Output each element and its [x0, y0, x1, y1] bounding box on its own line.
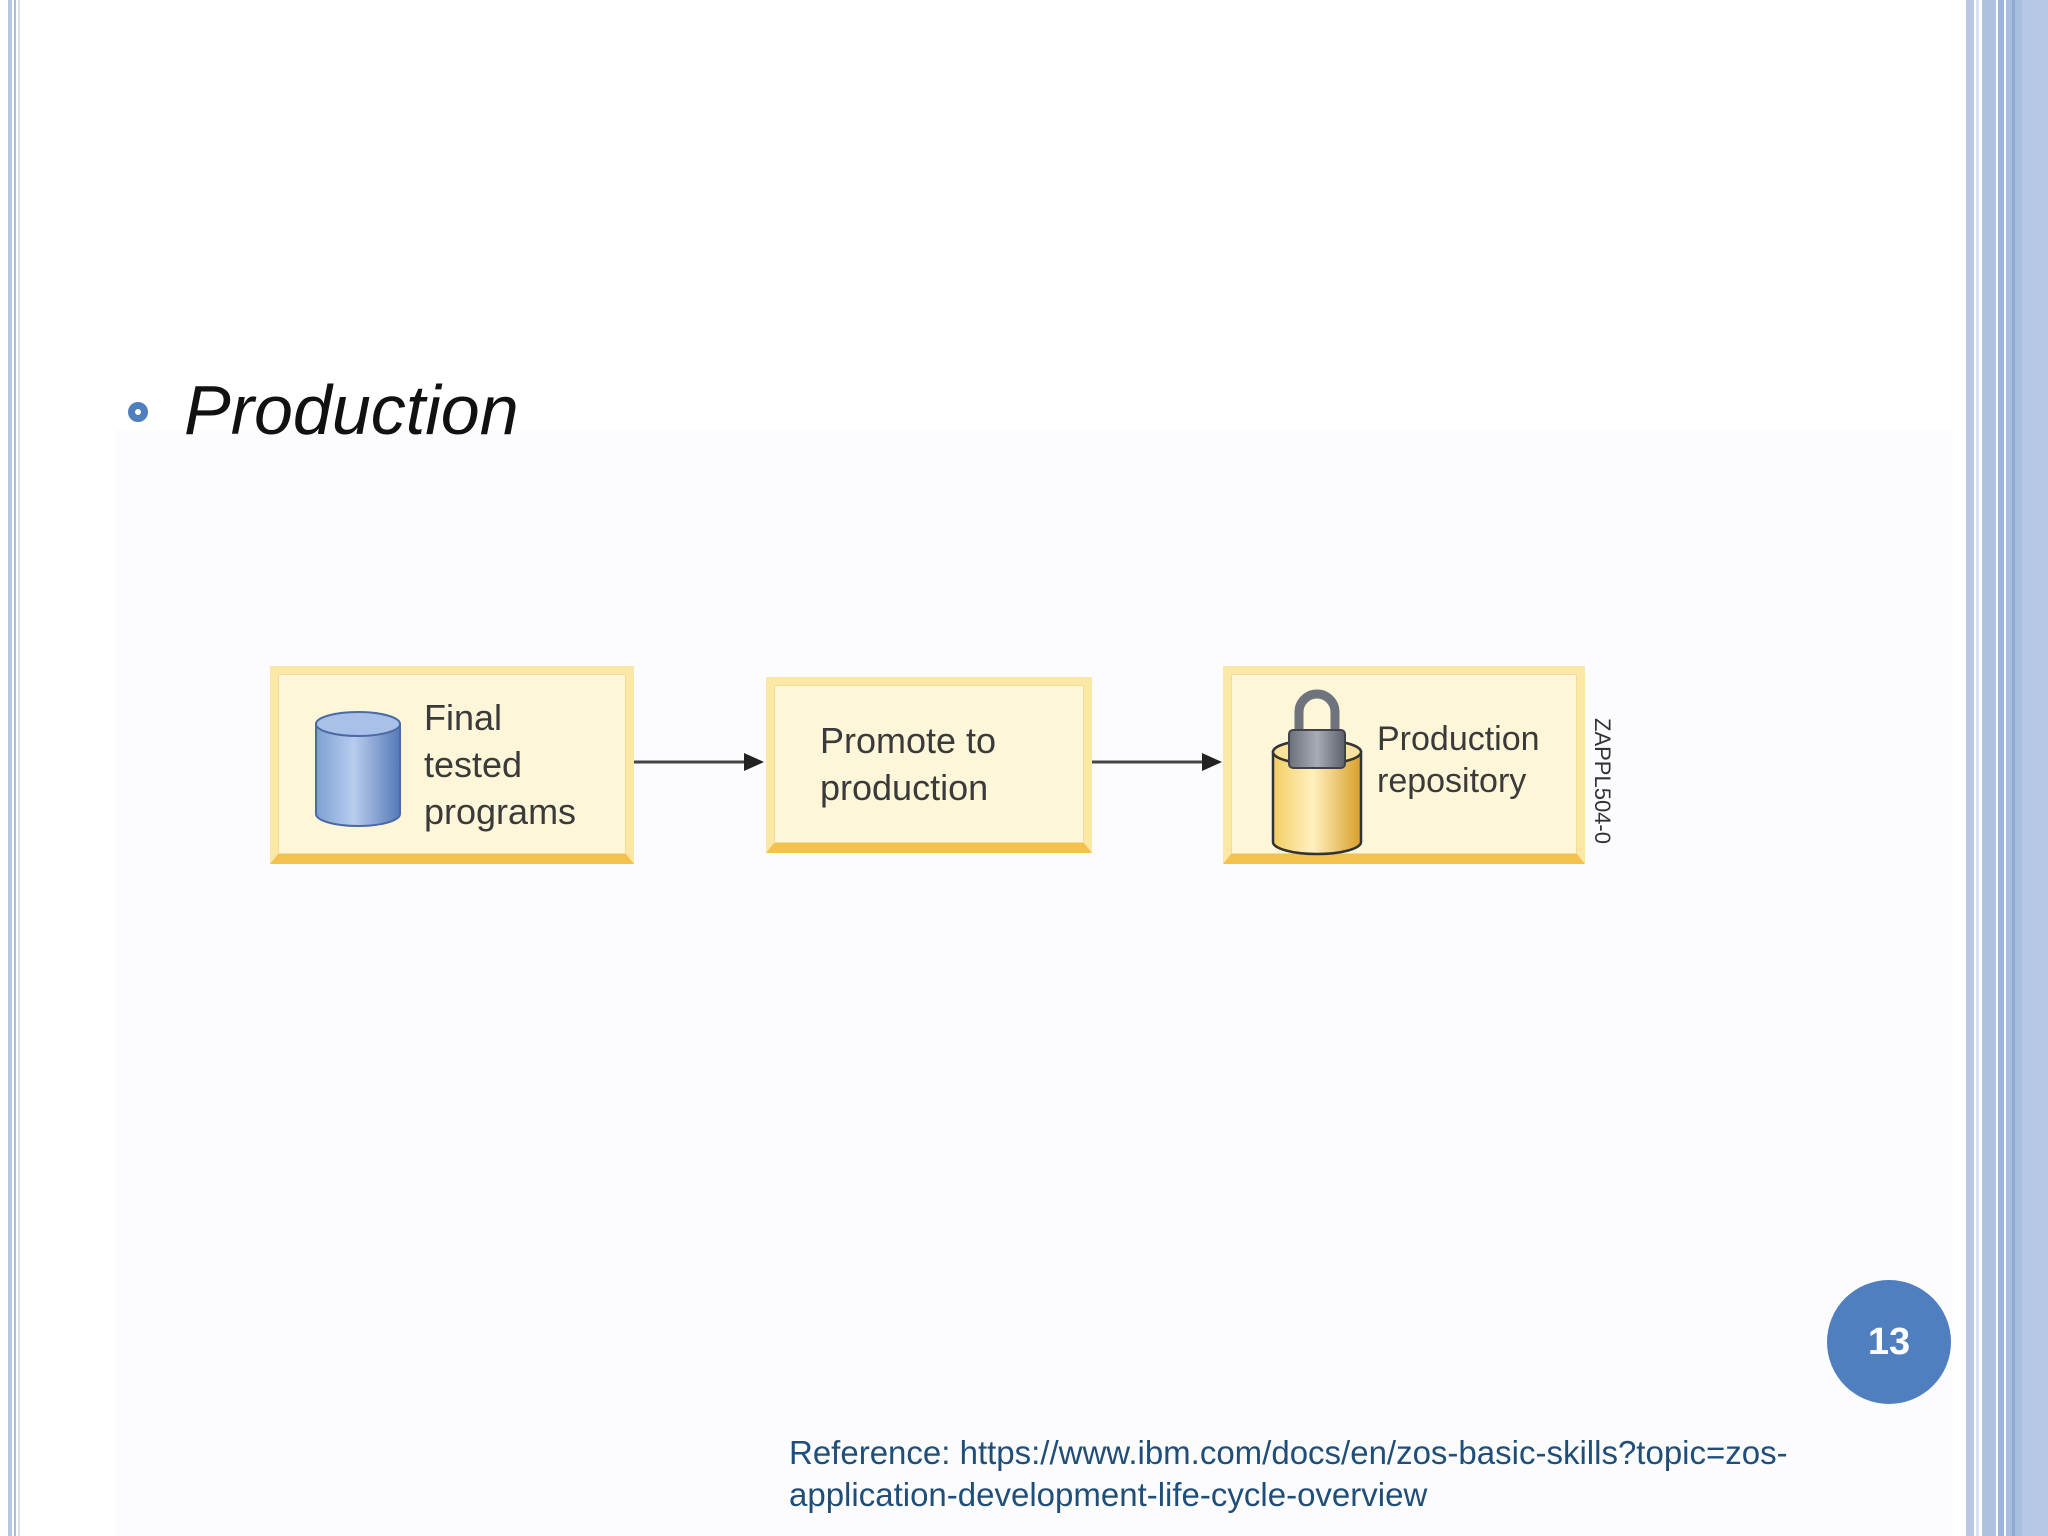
- border-stripe: [1966, 0, 1974, 1536]
- border-line: [14, 0, 16, 1536]
- left-border-decoration: [0, 0, 26, 1536]
- box-label: Final tested programs: [424, 694, 576, 835]
- figure-id-label: ZAPPL504-0: [1590, 718, 1615, 844]
- box-label-line: Production: [1377, 720, 1540, 758]
- border-stripe: [2012, 0, 2015, 1536]
- box-label: Promote to production: [820, 717, 996, 811]
- box-label-line: production: [820, 767, 989, 808]
- border-line: [8, 0, 12, 1536]
- right-border-decoration: [1966, 0, 2048, 1536]
- reference-text: Reference: https://www.ibm.com/docs/en/z…: [789, 1434, 1788, 1513]
- border-stripe: [1998, 0, 2004, 1536]
- flow-arrow: [1092, 753, 1222, 771]
- box-label-line: tested: [424, 744, 523, 785]
- page-number-badge: 13: [1827, 1280, 1951, 1404]
- locked-database-icon: [1271, 689, 1363, 856]
- diagram-box-production-repository: Production repository: [1223, 666, 1585, 864]
- diagram-image-panel: [116, 430, 1952, 1536]
- diagram-box-final-tested-programs: Final tested programs: [270, 666, 634, 864]
- border-line: [18, 0, 20, 1536]
- box-label-line: Final: [424, 697, 503, 738]
- border-stripe: [2022, 0, 2048, 1536]
- border-stripe: [1976, 0, 1979, 1536]
- box-label: Production repository: [1377, 718, 1540, 802]
- slide-title: Production: [184, 371, 519, 449]
- flow-arrow: [634, 753, 764, 771]
- box-label-line: programs: [424, 791, 577, 832]
- box-label-line: Promote to: [820, 720, 997, 761]
- diagram-box-promote-to-production: Promote to production: [766, 677, 1092, 853]
- border-stripe: [1982, 0, 1996, 1536]
- box-label-line: repository: [1377, 762, 1527, 800]
- database-cylinder-icon: [315, 711, 401, 827]
- bullet-icon: [128, 402, 148, 422]
